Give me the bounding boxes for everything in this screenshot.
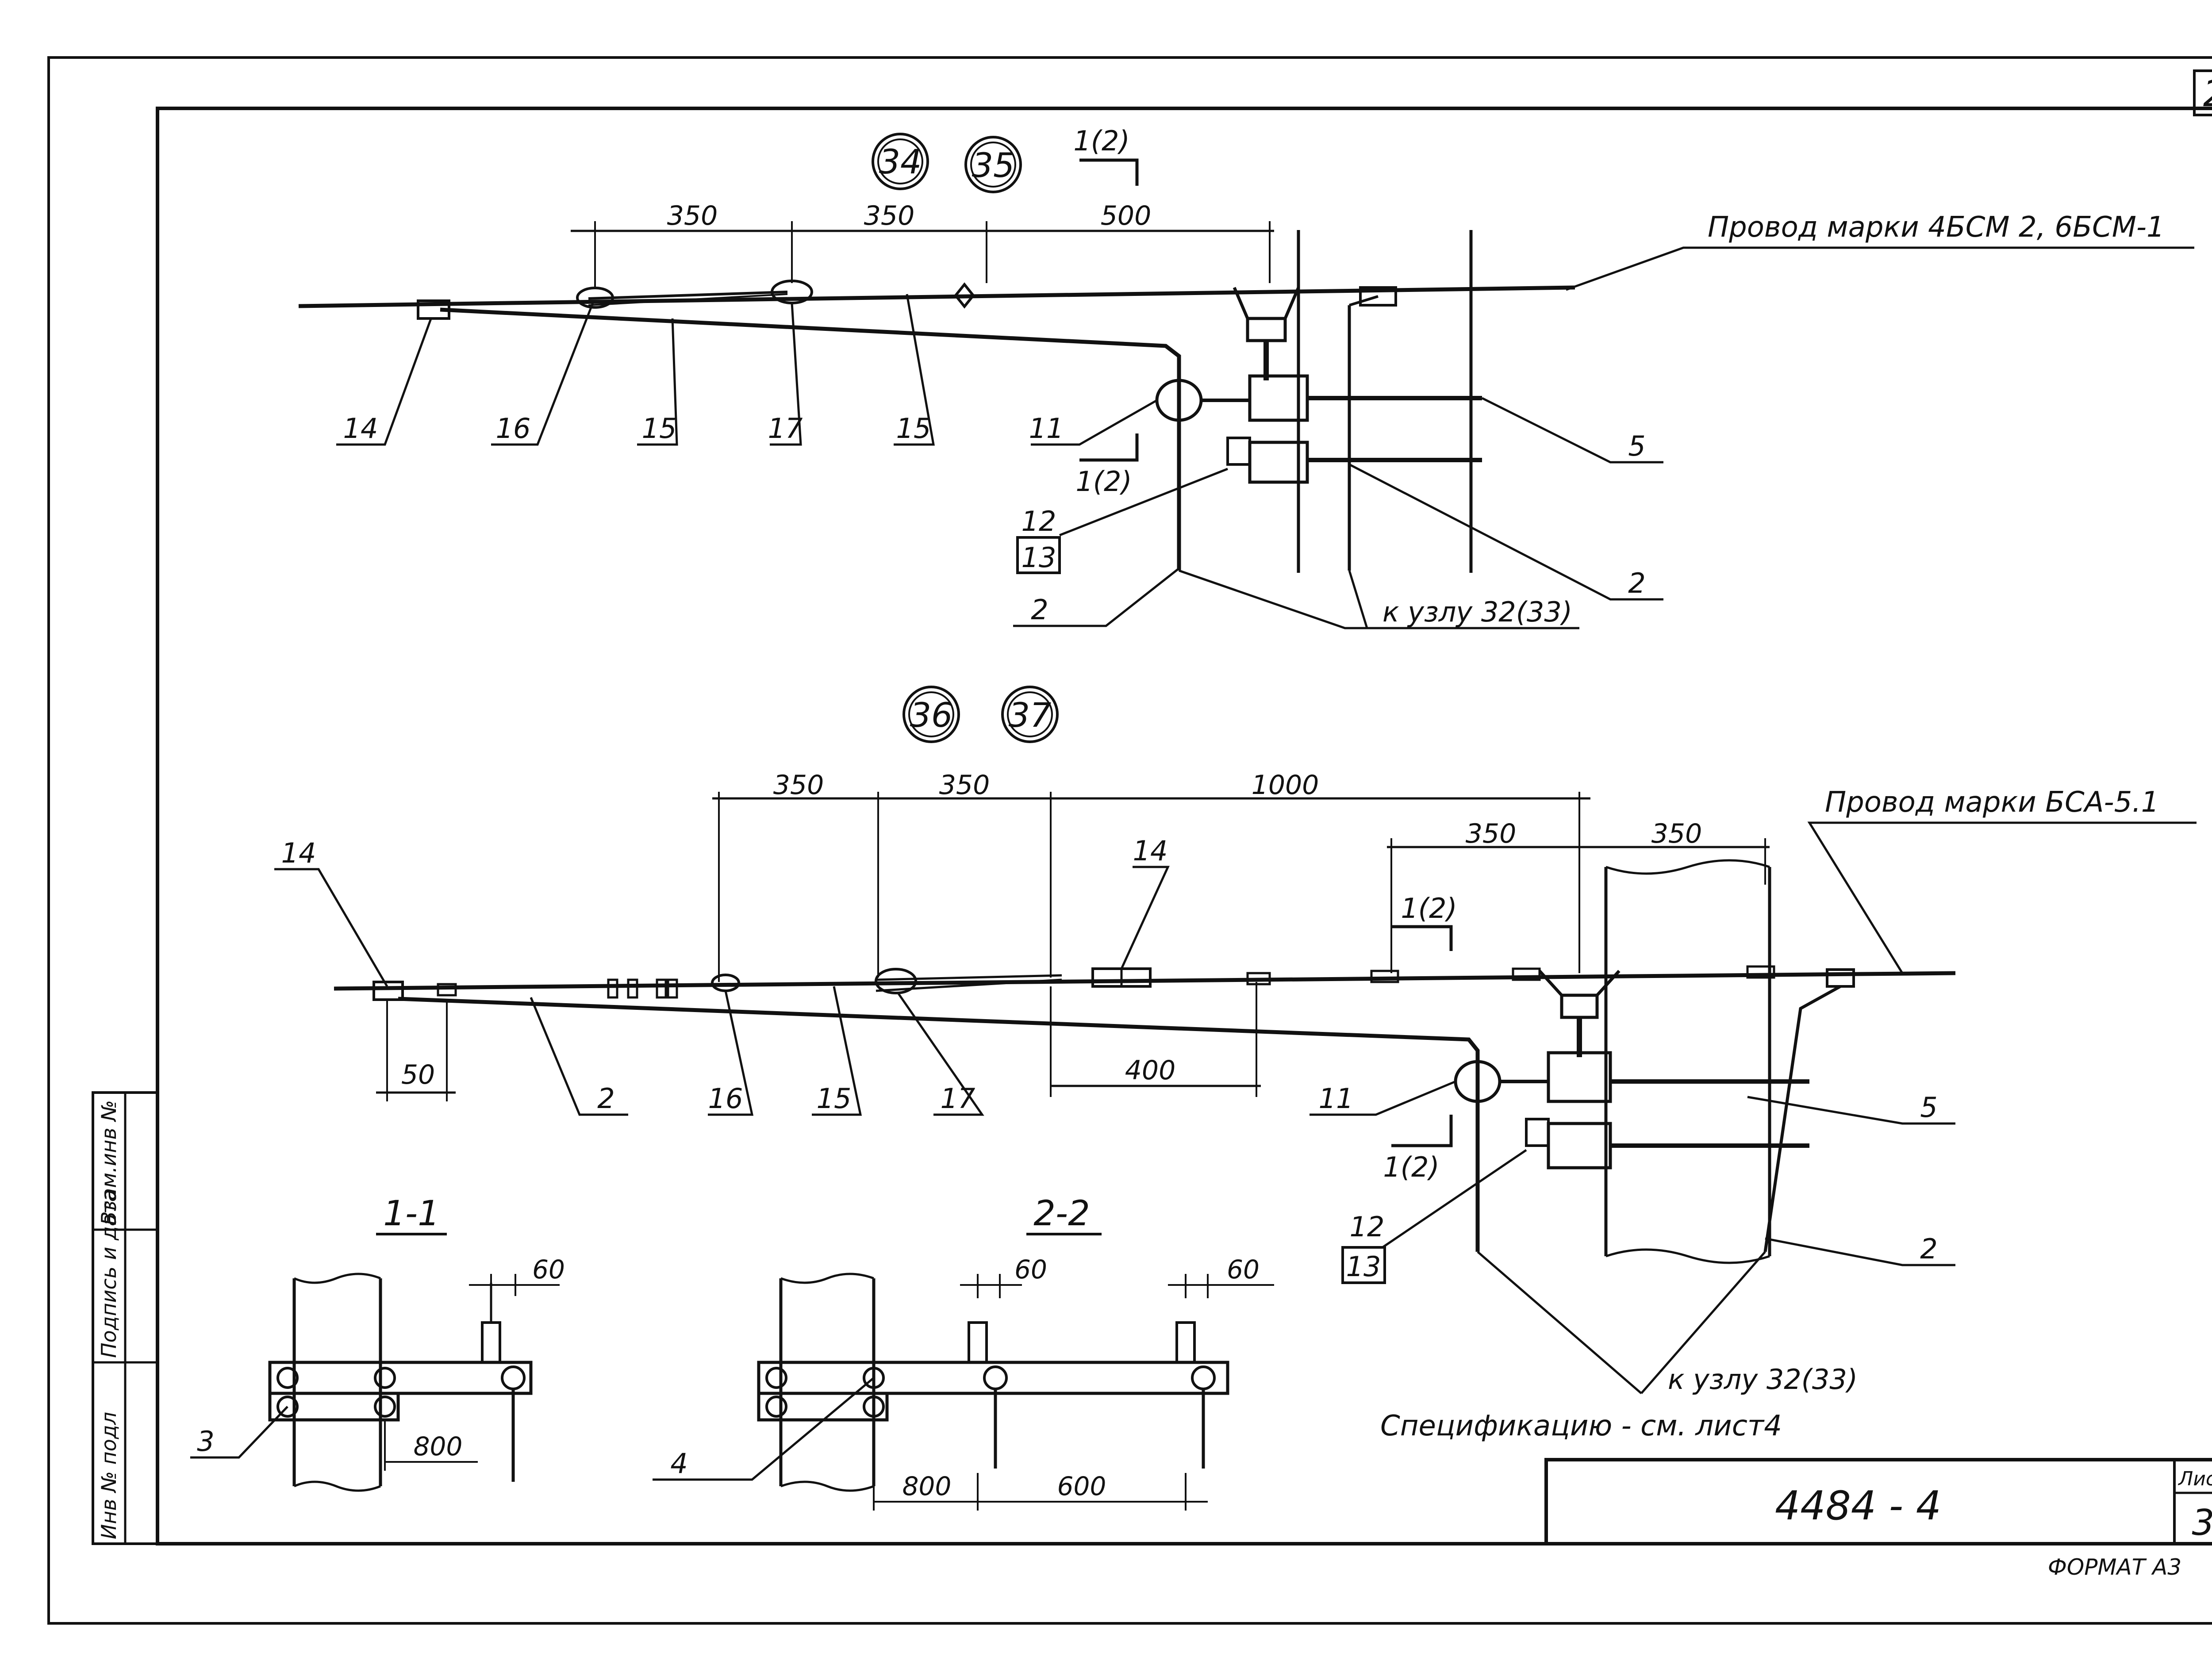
- section-1-1: 1-1 60 800 3: [190, 1194, 565, 1492]
- bottom-part-14-left: 14: [281, 837, 316, 869]
- section-1-crossarm: [268, 1361, 533, 1395]
- top-dim-1: 350: [667, 200, 718, 231]
- section-2-dim-60-left: 60: [1014, 1254, 1047, 1285]
- tie-wire-bottom: [398, 997, 1480, 1252]
- stamp-signature-date: Подпись и дата: [97, 1189, 121, 1358]
- bottom-node: 36 37: [274, 686, 2197, 1396]
- top-part-12: 12: [1022, 505, 1056, 537]
- top-dim-3: 500: [1101, 200, 1152, 231]
- bottom-wire-label: Провод марки БСА-5.1: [1825, 786, 2159, 819]
- bottom-dim-top-3: 1000: [1252, 770, 1319, 801]
- top-to-node: к узлу 32(33): [1382, 596, 1572, 628]
- bottom-part-leaders: [274, 866, 1955, 1394]
- sheet-number: 3: [2192, 1502, 2212, 1543]
- section-1-part-3: 3: [197, 1425, 214, 1457]
- main-wire-bottom: [334, 971, 1956, 991]
- top-part-13: 13: [1022, 541, 1056, 574]
- node-circle-35: [964, 136, 1022, 193]
- top-part-17: 17: [768, 412, 803, 445]
- pole-bottom: [1604, 867, 1771, 1256]
- top-wire-label: Провод марки 4БСМ 2, 6БСМ-1: [1708, 211, 2165, 244]
- top-section-mark-bottom: 1(2): [1075, 465, 1132, 498]
- specification-note: Спецификацию - см. лист4: [1380, 1410, 1782, 1442]
- bottom-part-5: 5: [1920, 1091, 1937, 1124]
- node-number-36: 36: [910, 695, 953, 735]
- section-1-dim-800: 800: [414, 1431, 463, 1461]
- bottom-part-2-right: 2: [1920, 1233, 1937, 1265]
- crossarm-block-bottom: [1547, 1051, 1612, 1103]
- node-number-35: 35: [972, 146, 1015, 185]
- section-1-title: 1-1: [383, 1194, 439, 1234]
- dimension-line-bottom-low: [376, 982, 1261, 1101]
- title-block: 4484 - 4 Лист 3: [1544, 1458, 2212, 1545]
- bottom-dim-low-2: 400: [1125, 1055, 1176, 1086]
- inner-frame: [156, 107, 2212, 1545]
- section-2-title: 2-2: [1033, 1194, 1090, 1234]
- outer-frame: [47, 56, 2212, 1625]
- wire-ties-bottom: [437, 965, 1775, 999]
- stamp-inv-orig: Инв № подл: [97, 1412, 121, 1539]
- section-2-part-4: 4: [670, 1447, 687, 1480]
- node-number-34: 34: [879, 142, 922, 181]
- main-wire-top: [298, 285, 1575, 308]
- node-circle-36: [902, 686, 960, 743]
- bottom-part-16: 16: [708, 1082, 743, 1115]
- loop-17-bottom: [875, 968, 917, 994]
- node-circle-37: [1001, 686, 1059, 743]
- top-part-16: 16: [496, 412, 531, 445]
- section-1-dim-60: 60: [532, 1254, 565, 1285]
- bottom-part-14-mid: 14: [1133, 835, 1168, 867]
- pole-top: [1297, 230, 1473, 573]
- thimble-16-top: [576, 287, 614, 309]
- side-stamp: Инв № подл Подпись и дата Взам.инв №: [92, 1091, 159, 1545]
- clamp-14-top: [417, 299, 450, 320]
- node-number-37: 37: [1009, 695, 1052, 735]
- clamp-14-left: [373, 981, 404, 1001]
- bottom-dim-right-1: 350: [1466, 818, 1517, 849]
- format-label: ФОРМАТ А3: [2048, 1554, 2181, 1580]
- drawing-code: 4484 - 4: [1775, 1483, 1941, 1529]
- sheet-label: Лист: [2177, 1468, 2212, 1490]
- top-node: 34 35 1(2): [298, 125, 2194, 629]
- dimension-line-bottom-right: [1387, 838, 1770, 973]
- section-2-dim-60-right: 60: [1227, 1254, 1260, 1285]
- bottom-part-13: 13: [1346, 1250, 1381, 1283]
- section-mark-top: 1(2): [1073, 125, 1129, 157]
- bottom-part-2-left: 2: [597, 1082, 614, 1115]
- top-dim-2: 350: [864, 200, 915, 231]
- dimension-line-bottom-top: [712, 792, 1590, 982]
- page-number-box: [2193, 69, 2212, 116]
- stamp-replace-inv: Взам.инв №: [97, 1100, 121, 1225]
- page-number: 23: [2203, 73, 2212, 115]
- bottom-part-12: 12: [1350, 1211, 1385, 1243]
- top-part-2-right: 2: [1628, 567, 1645, 599]
- bottom-to-node: к узлу 32(33): [1668, 1363, 1858, 1396]
- dimension-line-top: [571, 221, 1274, 288]
- insulator-top: [1233, 287, 1300, 342]
- section-2-2: 2-2 60 60 800 600 4: [653, 1194, 1274, 1511]
- bottom-dim-top-2: 350: [939, 770, 990, 801]
- bottom-dim-low-1: 50: [401, 1059, 435, 1090]
- top-part-leaders: [336, 294, 1663, 629]
- top-part-14: 14: [343, 412, 378, 445]
- bottom-part-15: 15: [817, 1082, 852, 1115]
- section-2-crossarm: [757, 1361, 1229, 1395]
- node-circle-34: [872, 133, 929, 190]
- top-part-11: 11: [1029, 412, 1064, 445]
- bottom-section-mark-bottom: 1(2): [1383, 1151, 1439, 1183]
- top-part-5: 5: [1628, 430, 1645, 462]
- bottom-dim-right-2: 350: [1651, 818, 1702, 849]
- top-part-15b: 15: [896, 412, 931, 445]
- top-part-15a: 15: [642, 412, 677, 445]
- bottom-dim-top-1: 350: [773, 770, 824, 801]
- section-2-dim-600: 600: [1057, 1471, 1106, 1501]
- top-part-2-left: 2: [1031, 594, 1048, 626]
- section-2-dim-800: 800: [902, 1471, 952, 1501]
- bottom-part-17: 17: [941, 1082, 975, 1115]
- bottom-part-11: 11: [1319, 1082, 1354, 1115]
- bottom-section-mark-top: 1(2): [1401, 892, 1457, 924]
- tie-wire-top: [440, 307, 1181, 571]
